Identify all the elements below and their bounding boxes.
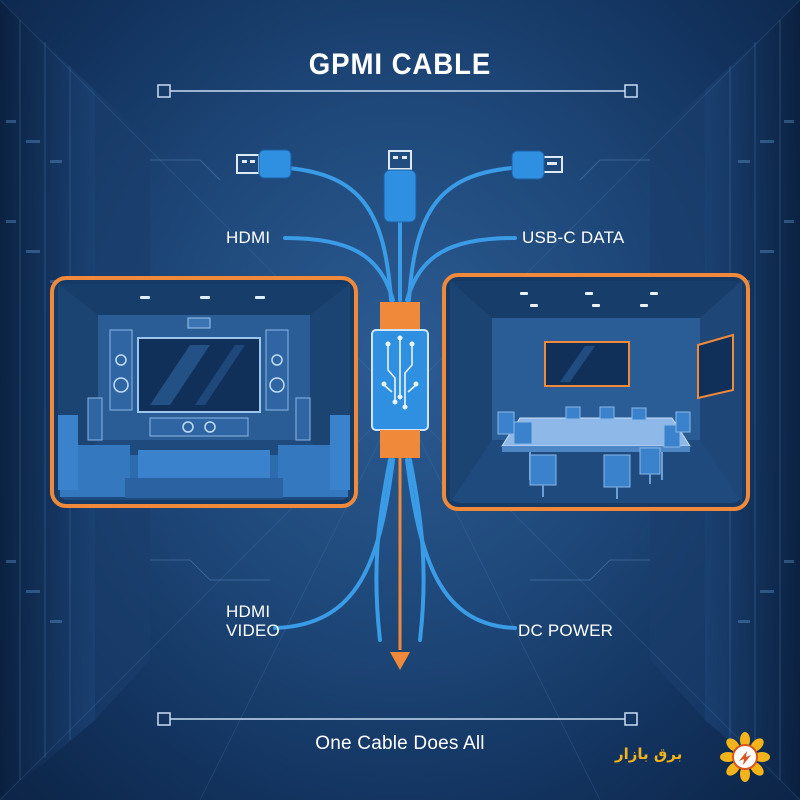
label-hdmi-video-line1: HDMI bbox=[226, 602, 271, 621]
gpmi-connector-module bbox=[371, 302, 429, 458]
cable-bundle-lower bbox=[273, 458, 517, 642]
tagline: One Cable Does All bbox=[315, 733, 485, 754]
hdmi-plug-icon bbox=[383, 150, 417, 223]
arrow-down-icon bbox=[390, 652, 410, 670]
tagline-divider bbox=[157, 712, 638, 726]
cable-bundle-upper bbox=[283, 166, 517, 302]
usb-a-plug-icon bbox=[236, 149, 292, 179]
sunflower-plug-icon bbox=[720, 732, 770, 782]
label-usb-c-data: USB-C DATA bbox=[522, 228, 625, 247]
usb-micro-plug-icon bbox=[511, 150, 563, 180]
label-hdmi-video: HDMI VIDEO bbox=[226, 602, 280, 640]
label-dc-power: DC POWER bbox=[518, 621, 614, 640]
brand-name: برق بازار bbox=[615, 745, 683, 763]
title-divider bbox=[157, 84, 638, 98]
conference-room-scene bbox=[442, 273, 750, 511]
label-hdmi-video-line2: VIDEO bbox=[226, 621, 280, 640]
page-title: GPMI CABLE bbox=[308, 48, 492, 81]
circuit-chip-icon bbox=[383, 340, 417, 405]
home-theater-scene bbox=[50, 276, 358, 508]
label-hdmi: HDMI bbox=[226, 228, 271, 247]
